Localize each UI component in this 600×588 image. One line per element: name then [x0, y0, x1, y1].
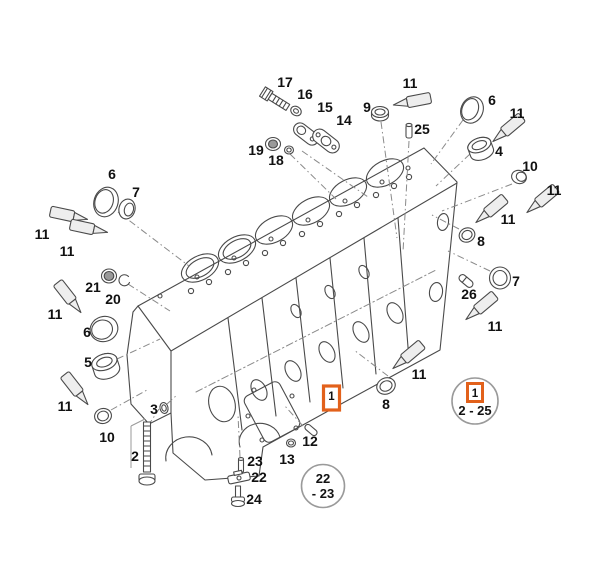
callout-label-6[interactable]: 6 — [488, 92, 496, 108]
callout-label-18[interactable]: 18 — [268, 152, 284, 168]
part-snap-ring-20 — [118, 274, 131, 287]
callout-label-11[interactable]: 11 — [403, 75, 418, 91]
callout-label-7[interactable]: 7 — [512, 273, 520, 289]
callout-label-2[interactable]: 2 — [131, 448, 139, 464]
part-bolt-17 — [258, 86, 291, 111]
callout-label-5[interactable]: 5 — [84, 354, 92, 370]
callout-label-8[interactable]: 8 — [382, 396, 390, 412]
highlight-box-1-label: 1 — [328, 391, 335, 403]
callout-label-20[interactable]: 20 — [105, 291, 121, 307]
callout-label-11[interactable]: 11 — [48, 306, 63, 322]
callout-label-25[interactable]: 25 — [414, 121, 430, 137]
callout-label-14[interactable]: 14 — [336, 112, 352, 128]
part-sealant-tube-11-right-2 — [526, 184, 560, 214]
callout-label-15[interactable]: 15 — [317, 99, 333, 115]
part-washer-16 — [290, 105, 302, 117]
callout-label-6[interactable]: 6 — [83, 324, 91, 340]
part-screw-plug-19 — [264, 136, 282, 152]
callout-label-3[interactable]: 3 — [150, 401, 158, 417]
callout-label-12[interactable]: 12 — [302, 433, 318, 449]
part-screw-plug-21 — [100, 268, 118, 284]
part-core-plug-6-left-bottom — [89, 315, 119, 343]
part-dowel-12 — [304, 423, 318, 437]
callout-label-11[interactable]: 11 — [510, 105, 525, 121]
badge-22-23-line2: - 23 — [312, 486, 334, 501]
part-sealant-tube-11-bottom-left — [60, 371, 89, 406]
part-bolt-2 — [138, 421, 156, 486]
callout-label-16[interactable]: 16 — [297, 86, 313, 102]
part-cap-13 — [285, 438, 297, 448]
part-stud-23 — [237, 457, 245, 473]
callout-label-11[interactable]: 11 — [488, 318, 503, 334]
callout-label-11[interactable]: 11 — [35, 226, 50, 242]
part-ring-8-bottom — [376, 377, 396, 395]
callout-label-6[interactable]: 6 — [108, 166, 116, 182]
highlight-box-1[interactable]: 1 — [321, 384, 342, 412]
callout-label-24[interactable]: 24 — [246, 491, 262, 507]
part-ring-10-left — [94, 407, 112, 425]
badge-group-22-23[interactable]: 22 - 23 — [300, 463, 346, 509]
part-ring-8-right — [458, 227, 476, 243]
callout-label-4[interactable]: 4 — [495, 143, 503, 159]
badge-22-23-line1: 22 — [316, 471, 330, 486]
callout-label-21[interactable]: 21 — [85, 279, 101, 295]
part-sealant-tube-11-right-4 — [465, 291, 499, 321]
part-plate-22 — [227, 469, 251, 485]
callout-label-11[interactable]: 11 — [547, 182, 562, 198]
part-cap-7-left — [118, 198, 136, 220]
badge-2-25-label: 2 - 25 — [458, 403, 491, 418]
part-plug-10-right — [511, 169, 527, 185]
callout-label-8[interactable]: 8 — [477, 233, 485, 249]
callout-label-23[interactable]: 23 — [247, 453, 263, 469]
part-dowel-26 — [458, 274, 474, 288]
callout-label-7[interactable]: 7 — [132, 184, 140, 200]
part-sealant-tube-11-left-1 — [49, 205, 89, 223]
part-core-plug-6-left-top — [93, 186, 119, 218]
part-cap-7-right — [488, 266, 512, 290]
badge-group-2-25[interactable]: 1 2 - 25 — [451, 377, 499, 425]
part-sealant-tube-11-right-1 — [492, 113, 526, 143]
part-gasket-14 — [312, 128, 340, 154]
part-sealant-tube-11-bottom-right — [392, 340, 426, 370]
callout-label-26[interactable]: 26 — [461, 286, 477, 302]
part-bolt-24 — [230, 485, 246, 508]
callout-label-13[interactable]: 13 — [279, 451, 295, 467]
part-sealant-tube-11-top — [392, 92, 432, 108]
part-cap-9 — [370, 105, 390, 122]
callout-label-11[interactable]: 11 — [501, 211, 516, 227]
callout-label-11[interactable]: 11 — [58, 398, 73, 414]
part-ring-3 — [159, 402, 169, 414]
part-bearing-shell-4 — [467, 136, 495, 161]
badge-2-25-highlight-label: 1 — [472, 388, 479, 400]
callout-label-10[interactable]: 10 — [99, 429, 115, 445]
callout-label-10[interactable]: 10 — [522, 158, 538, 174]
callout-label-11[interactable]: 11 — [60, 243, 75, 259]
callout-label-22[interactable]: 22 — [251, 469, 267, 485]
leader-lines — [110, 119, 513, 468]
part-sealant-tube-11-left-3 — [53, 279, 82, 314]
loose-parts — [49, 86, 560, 508]
callout-label-9[interactable]: 9 — [363, 99, 371, 115]
part-bearing-shell-5 — [91, 352, 121, 380]
part-dowel-25 — [405, 122, 413, 139]
callout-label-11[interactable]: 11 — [412, 366, 427, 382]
callout-label-17[interactable]: 17 — [277, 74, 293, 90]
part-sealant-tube-11-left-2 — [69, 218, 109, 236]
callout-labels: 1716151419189112561141011118726111186711… — [35, 74, 562, 507]
callout-label-19[interactable]: 19 — [248, 142, 264, 158]
part-washer-18 — [283, 145, 295, 155]
engine-block-drawing — [126, 147, 458, 481]
part-sealant-tube-11-right-3 — [475, 194, 509, 224]
part-core-plug-6-right — [460, 96, 484, 124]
